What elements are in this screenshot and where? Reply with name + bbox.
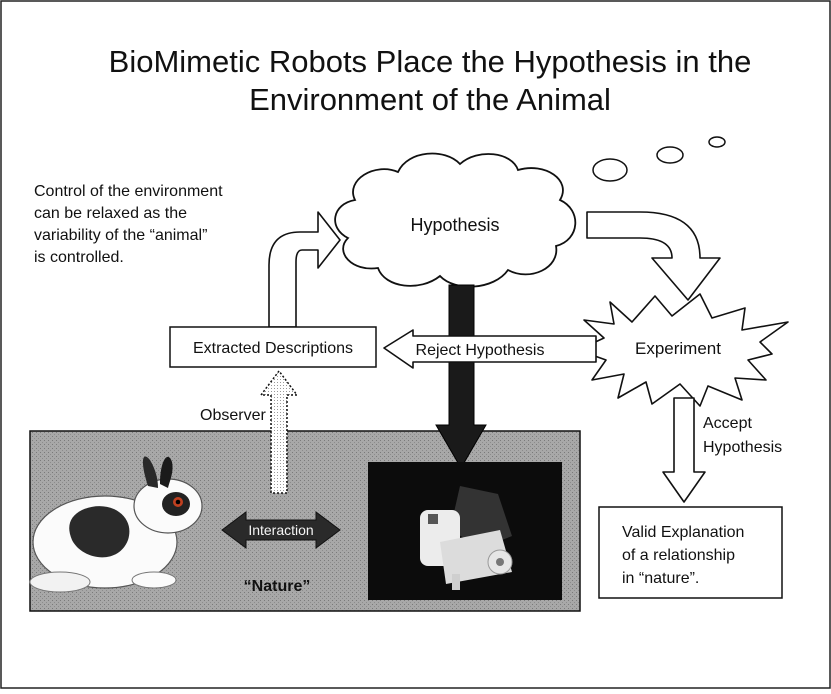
valid-line-3: in “nature”. [622, 570, 699, 587]
observer-label: Observer [200, 407, 266, 424]
experiment-label: Experiment [635, 339, 721, 358]
note-line-4: is controlled. [34, 249, 124, 266]
nature-label: “Nature” [244, 578, 311, 595]
note-line-1: Control of the environment [34, 183, 223, 200]
valid-line-1: Valid Explanation [622, 524, 744, 541]
valid-line-2: of a relationship [622, 547, 735, 564]
note-line-2: can be relaxed as the [34, 205, 187, 222]
hypothesis-cloud: Hypothesis [335, 154, 575, 287]
hypothesis-label: Hypothesis [410, 215, 499, 235]
extracted-descriptions-box: Extracted Descriptions [170, 327, 376, 367]
accept-label-line-1: Accept [703, 415, 752, 432]
reject-hypothesis-arrow: Reject Hypothesis [384, 330, 596, 368]
robot-photo [368, 462, 562, 600]
valid-explanation-box: Valid Explanation of a relationship in “… [599, 507, 782, 598]
title-line-2: Environment of the Animal [249, 82, 611, 117]
interaction-label: Interaction [248, 522, 313, 538]
extracted-descriptions-label: Extracted Descriptions [193, 340, 353, 357]
note-line-3: variability of the “animal” [34, 227, 207, 244]
reject-hypothesis-label: Reject Hypothesis [416, 342, 545, 359]
title-line-1: BioMimetic Robots Place the Hypothesis i… [109, 44, 752, 79]
accept-label-line-2: Hypothesis [703, 439, 782, 456]
